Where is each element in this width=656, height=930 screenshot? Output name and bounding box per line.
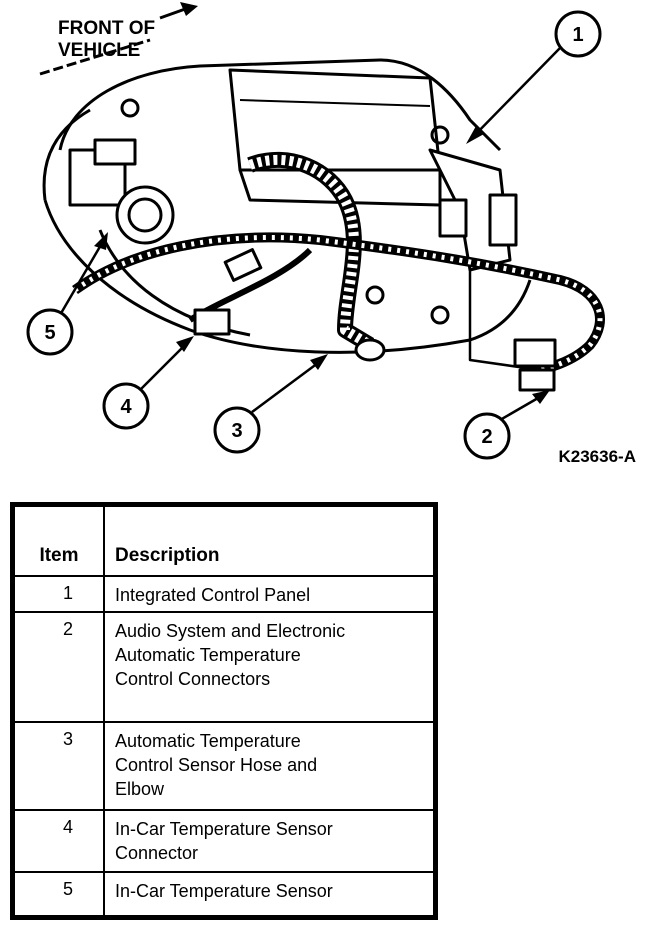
front-direction-arrow xyxy=(39,2,198,76)
front-of-vehicle-label-line2: VEHICLE xyxy=(58,40,140,61)
legend-description: Audio System and Electronic Automatic Te… xyxy=(103,611,435,723)
legend-description-line: Elbow xyxy=(115,779,165,799)
legend-description-line: Automatic Temperature xyxy=(115,645,301,665)
legend-description-line: Audio System and Electronic xyxy=(115,621,346,641)
legend-header-row: Item Description xyxy=(13,505,435,577)
legend-description: Automatic Temperature Control Sensor Hos… xyxy=(103,721,435,811)
legend-table: Item Description 1 Integrated Control Pa… xyxy=(13,505,435,917)
legend-item-number: 4 xyxy=(13,809,105,873)
legend-description: In-Car Temperature Sensor Connector xyxy=(103,809,435,873)
front-of-vehicle-label-line1: FRONT OF xyxy=(58,18,155,39)
callout-4: 4 xyxy=(102,336,194,430)
callout-2: 2 xyxy=(463,390,550,460)
callout-4-number: 4 xyxy=(120,396,132,418)
legend-item-number: 2 xyxy=(13,611,105,723)
legend-description-line: Control Sensor Hose and xyxy=(115,755,318,775)
callout-5-number: 5 xyxy=(44,322,55,344)
figure-id-label: K23636-A xyxy=(559,447,637,466)
legend-description-line: Integrated Control Panel xyxy=(115,585,311,605)
item-column-header: Item xyxy=(13,505,105,577)
callout-3-number: 3 xyxy=(231,420,242,442)
instrument-panel-illustration xyxy=(42,58,605,392)
legend-item-number: 3 xyxy=(13,721,105,811)
legend-description-line: In-Car Temperature Sensor xyxy=(115,881,333,901)
callout-2-number: 2 xyxy=(481,426,492,448)
legend-description-line: Automatic Temperature xyxy=(115,731,301,751)
callout-1: 1 xyxy=(466,10,602,144)
legend-item-number: 1 xyxy=(13,575,105,613)
legend-description-line: In-Car Temperature Sensor xyxy=(115,819,333,839)
component-location-diagram: FRONT OF VEHICLE xyxy=(26,2,637,466)
legend-row: 1 Integrated Control Panel xyxy=(13,575,435,613)
legend-row: 2 Audio System and Electronic Automatic … xyxy=(13,611,435,723)
legend-row: 4 In-Car Temperature Sensor Connector xyxy=(13,809,435,873)
callout-1-number: 1 xyxy=(572,24,583,46)
description-column-header: Description xyxy=(103,505,435,577)
legend-description: Integrated Control Panel xyxy=(103,575,435,613)
legend-body: 1 Integrated Control Panel 2 Audio Syste… xyxy=(13,575,435,917)
legend-description-line: Control Connectors xyxy=(115,669,271,689)
legend-table-container: Item Description 1 Integrated Control Pa… xyxy=(10,502,438,920)
legend-item-number: 5 xyxy=(13,871,105,917)
legend-row: 5 In-Car Temperature Sensor xyxy=(13,871,435,917)
legend-row: 3 Automatic Temperature Control Sensor H… xyxy=(13,721,435,811)
legend-description: In-Car Temperature Sensor xyxy=(103,871,435,917)
legend-description-line: Connector xyxy=(115,843,199,863)
callout-5: 5 xyxy=(26,232,108,356)
callout-3: 3 xyxy=(213,354,328,454)
